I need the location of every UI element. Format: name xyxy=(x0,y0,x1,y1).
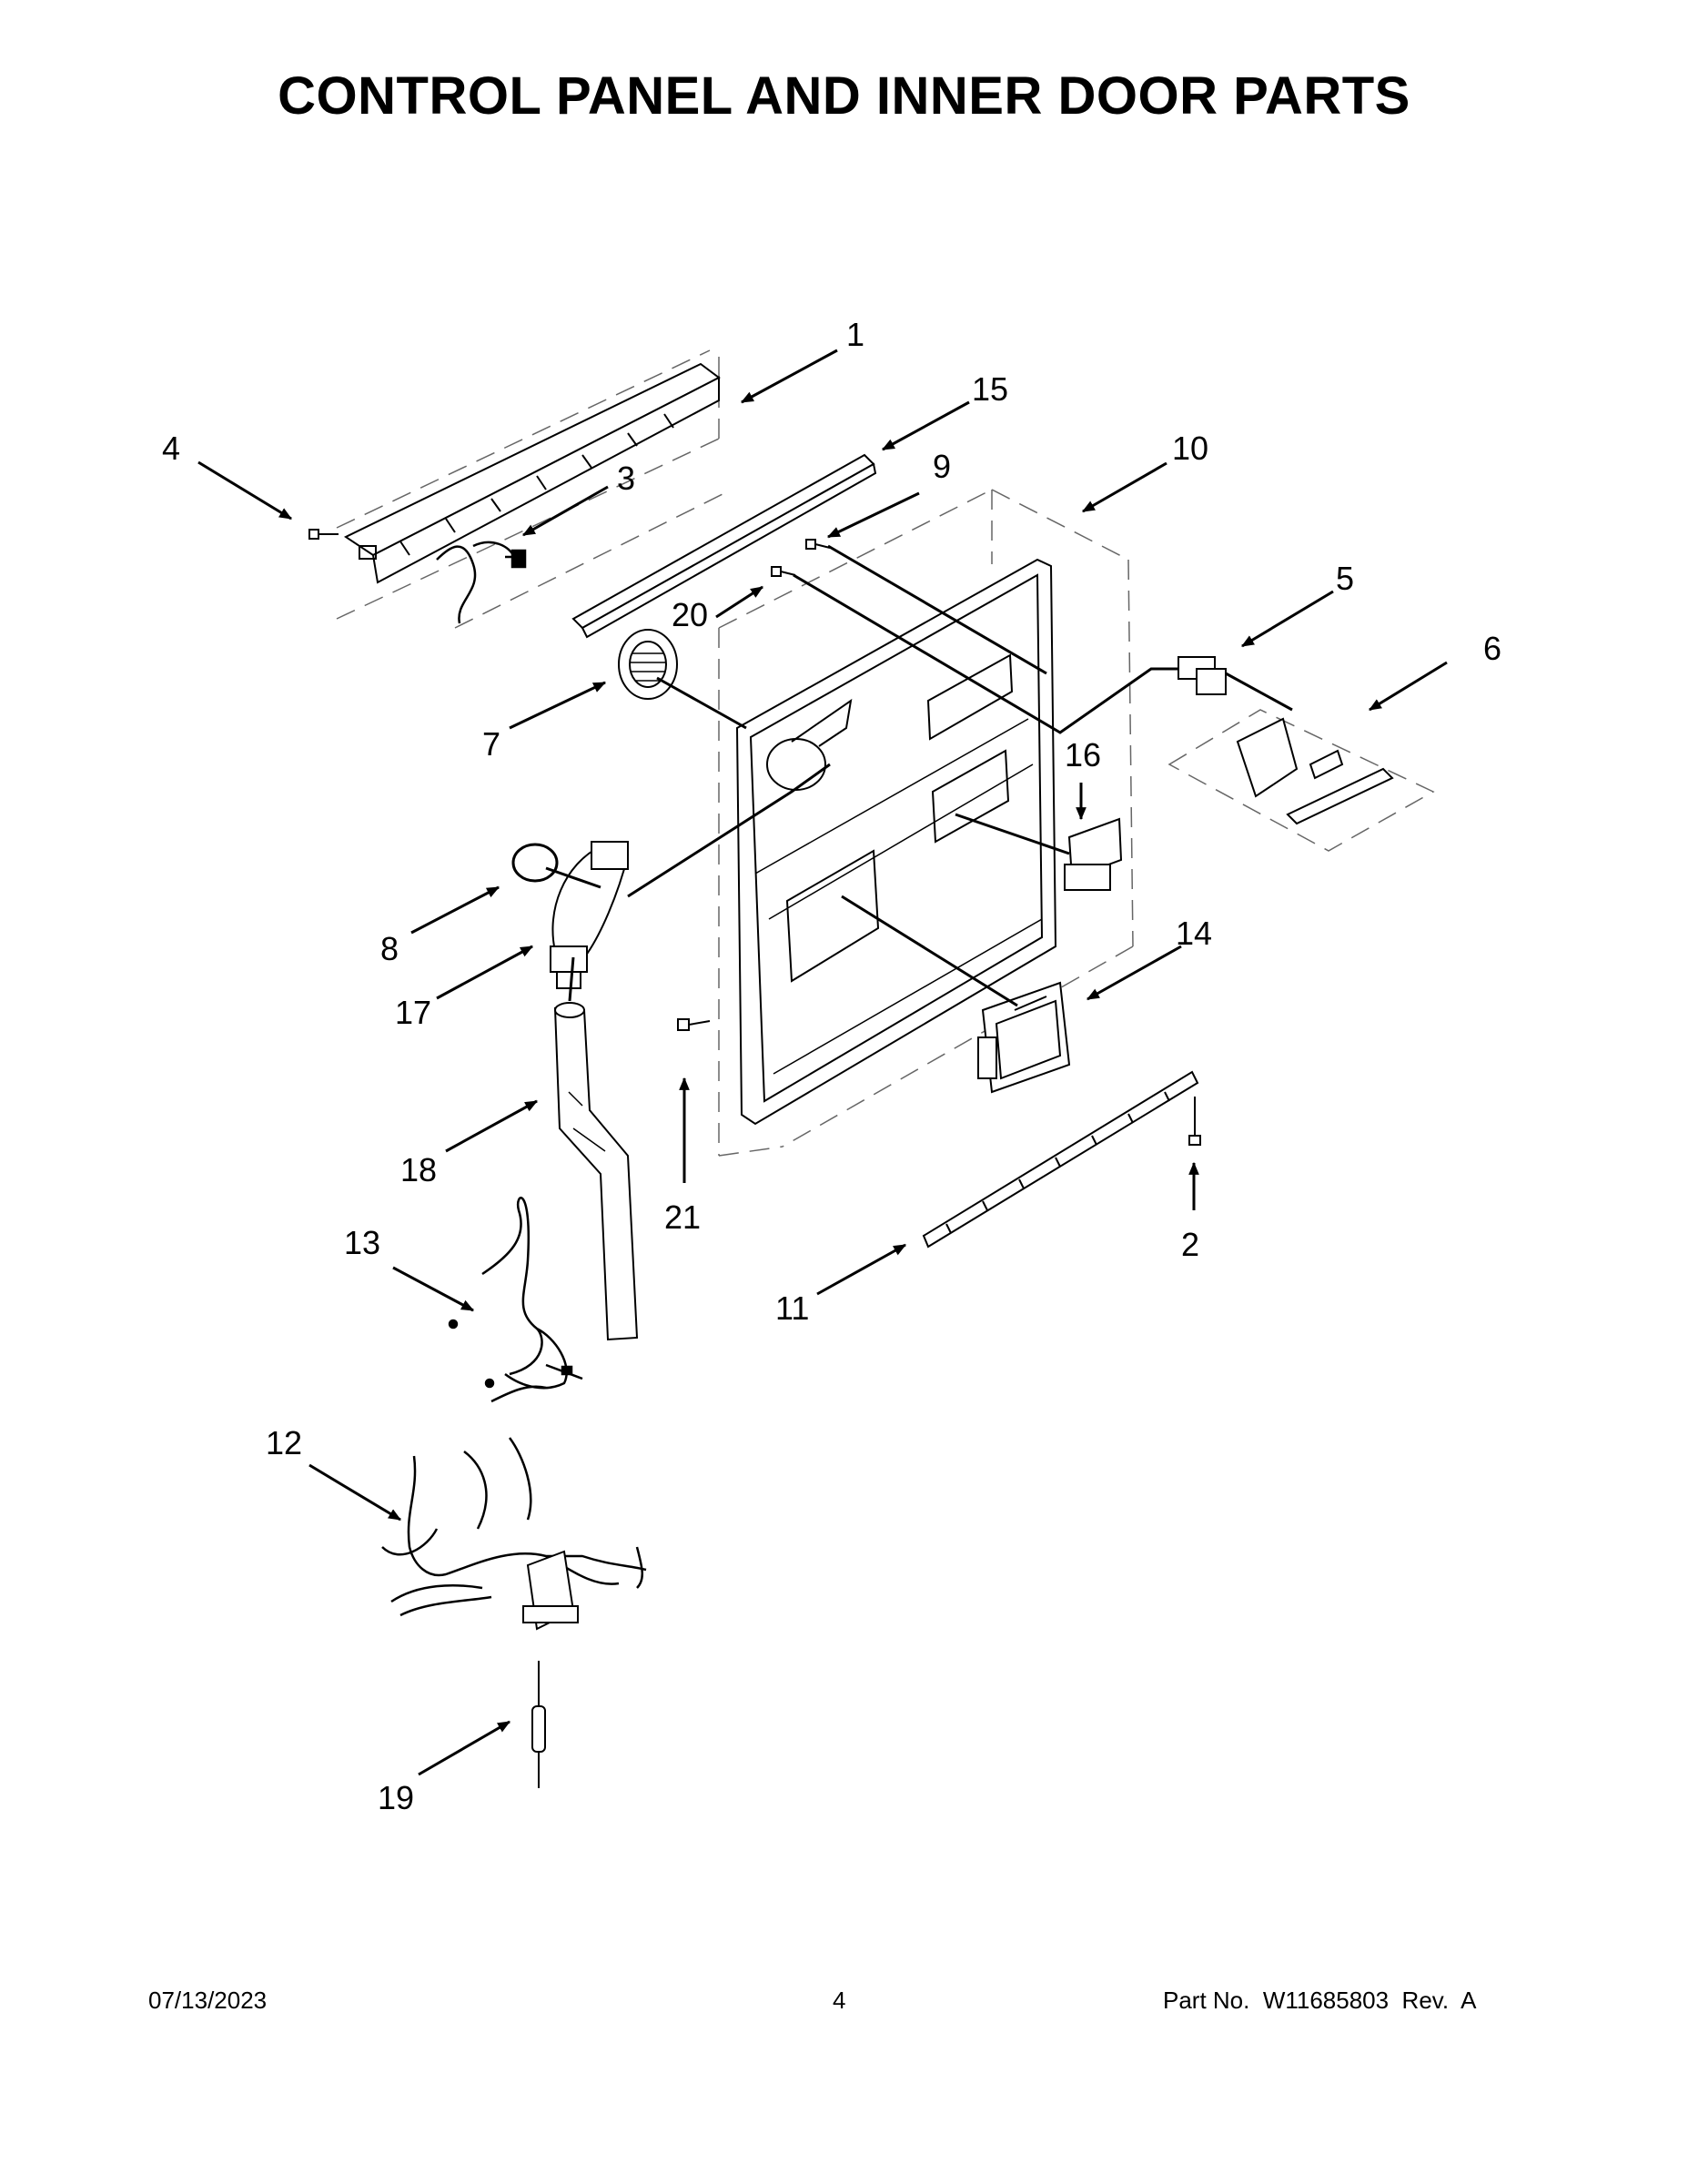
callout-21: 21 xyxy=(664,1198,701,1236)
callout-13: 13 xyxy=(344,1224,380,1261)
callout-18: 18 xyxy=(400,1151,437,1188)
callout-1: 1 xyxy=(846,316,864,353)
o-ring xyxy=(511,843,559,883)
vent-grille xyxy=(618,629,678,700)
screw-part-2 xyxy=(1188,1097,1201,1146)
callout-10: 10 xyxy=(1172,430,1208,467)
callout-19: 19 xyxy=(378,1779,414,1816)
screw-part-21 xyxy=(677,1018,711,1031)
vent-assembly xyxy=(550,841,630,989)
callout-2: 2 xyxy=(1181,1226,1199,1263)
callout-17: 17 xyxy=(395,994,431,1031)
footer-part-number: Part No. W11685803 Rev. A xyxy=(1163,1987,1477,2014)
callout-16: 16 xyxy=(1065,736,1101,774)
callout-4: 4 xyxy=(162,430,180,467)
vent-duct xyxy=(553,1002,639,1341)
callout-7: 7 xyxy=(482,725,500,763)
inner-door-panel xyxy=(735,558,1057,1126)
screw-part-4 xyxy=(308,529,339,540)
screw-part-9 xyxy=(805,539,831,550)
wire-connector xyxy=(531,1661,546,1788)
lower-trim xyxy=(922,1070,1199,1249)
callout-14: 14 xyxy=(1176,915,1212,952)
footer-date: 07/13/2023 xyxy=(148,1987,268,2014)
detergent-dispenser xyxy=(977,981,1071,1094)
screw-part-20 xyxy=(771,566,796,577)
door-switch xyxy=(1178,656,1227,695)
leader-lines xyxy=(545,544,1293,1007)
callout-20: 20 xyxy=(672,596,708,633)
control-panel-console xyxy=(336,349,729,629)
callout-5: 5 xyxy=(1336,560,1354,597)
callout-6: 6 xyxy=(1483,630,1501,667)
footer-page-number: 4 xyxy=(833,1987,846,2014)
page-title: CONTROL PANEL AND INNER DOOR PARTS xyxy=(278,66,1410,126)
callout-arrows xyxy=(197,349,1448,1776)
console-wire-harness xyxy=(436,541,527,624)
callout-11: 11 xyxy=(775,1289,809,1327)
door-bracket xyxy=(1064,817,1123,891)
callout-9: 9 xyxy=(933,448,951,485)
wire-harness-13 xyxy=(448,1197,583,1403)
wire-harness-12 xyxy=(381,1437,647,1631)
callout-labels: 1 15 4 3 9 10 20 5 6 7 16 8 17 14 18 21 … xyxy=(162,316,1501,1816)
callout-12: 12 xyxy=(266,1424,302,1461)
inner-door-outline xyxy=(718,489,1134,1157)
callout-15: 15 xyxy=(972,370,1008,408)
callout-8: 8 xyxy=(380,930,399,967)
vent-trim-strip xyxy=(571,453,877,639)
control-board xyxy=(1167,709,1435,852)
callout-3: 3 xyxy=(617,460,635,497)
